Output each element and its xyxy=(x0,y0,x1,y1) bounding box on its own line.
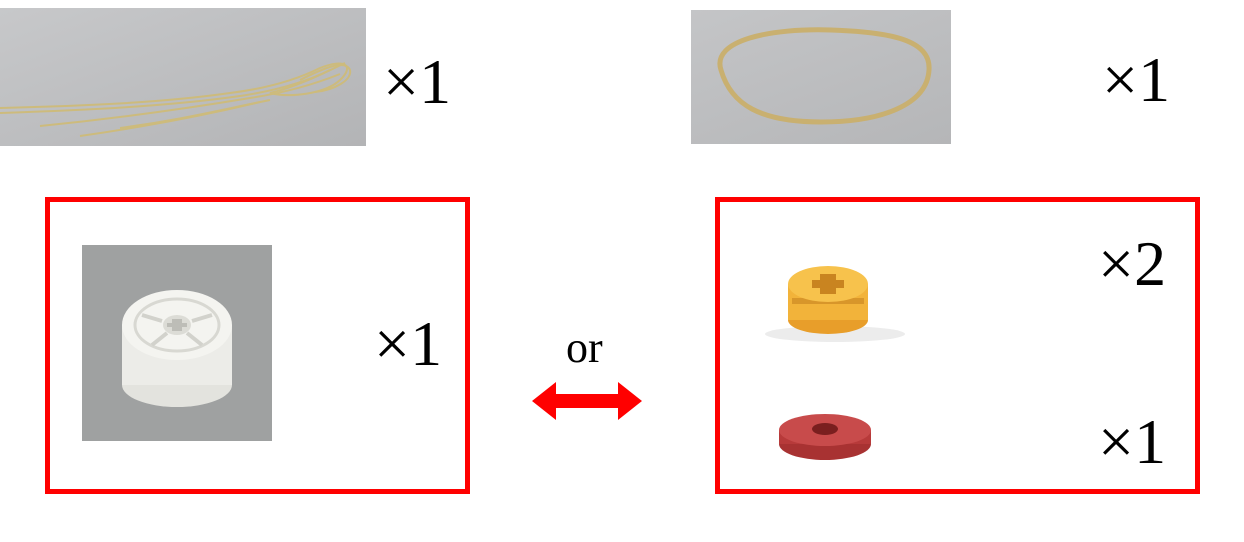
yellow-bushing-quantity: ×2 xyxy=(1098,228,1167,299)
white-pulley-photo xyxy=(82,245,272,441)
rubber-band-quantity: ×1 xyxy=(1102,44,1171,115)
red-washer-image xyxy=(779,414,871,460)
white-pulley-quantity: ×1 xyxy=(374,308,443,379)
option-bushing-washer-box xyxy=(715,197,1200,494)
red-washer-photo xyxy=(765,398,895,470)
string-quantity: ×1 xyxy=(383,46,452,117)
option-pulley-box xyxy=(45,197,470,494)
yellow-bushing-image xyxy=(765,266,905,342)
string-image xyxy=(0,62,352,137)
double-arrow-icon xyxy=(532,382,642,420)
yellow-bushing-photo xyxy=(730,222,920,350)
rubber-band-image xyxy=(717,27,932,125)
string-photo xyxy=(0,8,366,146)
or-label: or xyxy=(566,323,603,372)
red-washer-quantity: ×1 xyxy=(1098,406,1167,477)
white-pulley-image xyxy=(122,290,232,407)
rubber-band-photo xyxy=(691,10,951,144)
